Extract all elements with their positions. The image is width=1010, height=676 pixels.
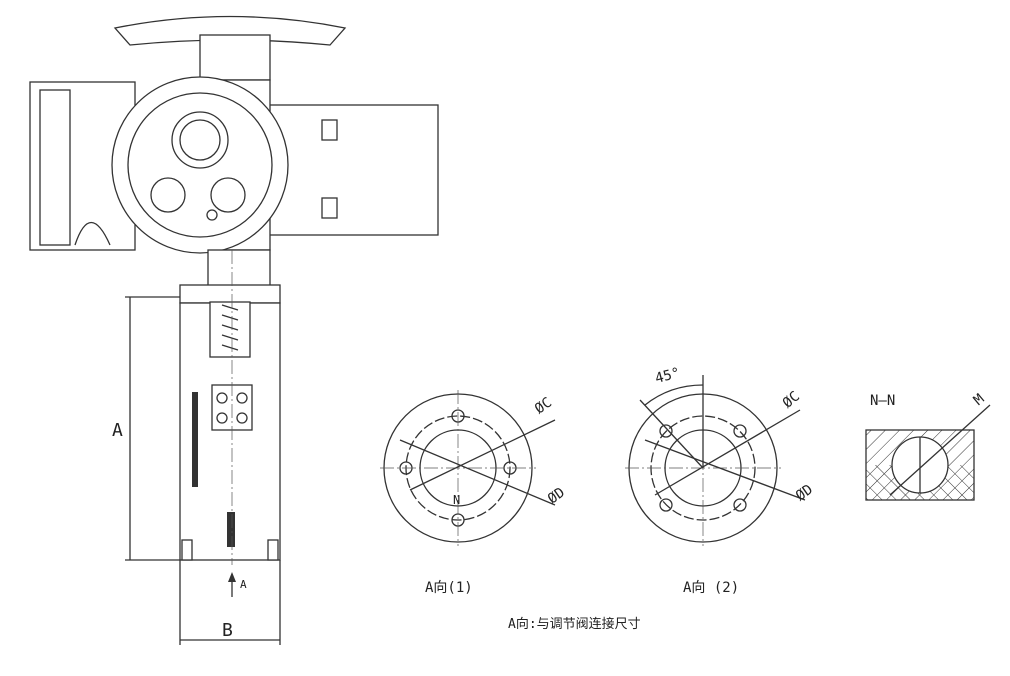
motor bbox=[267, 104, 439, 236]
section-nn bbox=[865, 404, 991, 501]
section-title: N—N bbox=[870, 393, 896, 409]
actuator-body bbox=[29, 15, 439, 565]
handwheel bbox=[113, 15, 347, 46]
flange1-caption: A向(1) bbox=[425, 580, 473, 596]
footnote: A向:与调节阀连接尺寸 bbox=[508, 617, 641, 632]
dimensions bbox=[125, 296, 281, 645]
flange2-caption: A向 (2) bbox=[683, 580, 740, 596]
flange1-section-mark: N bbox=[453, 493, 461, 507]
flange-view-2 bbox=[625, 375, 806, 546]
flange-view-1 bbox=[380, 390, 556, 546]
dim-a-label: A bbox=[112, 420, 123, 441]
dim-b-label: B bbox=[222, 620, 233, 641]
view-arrow-label: A bbox=[240, 578, 247, 591]
